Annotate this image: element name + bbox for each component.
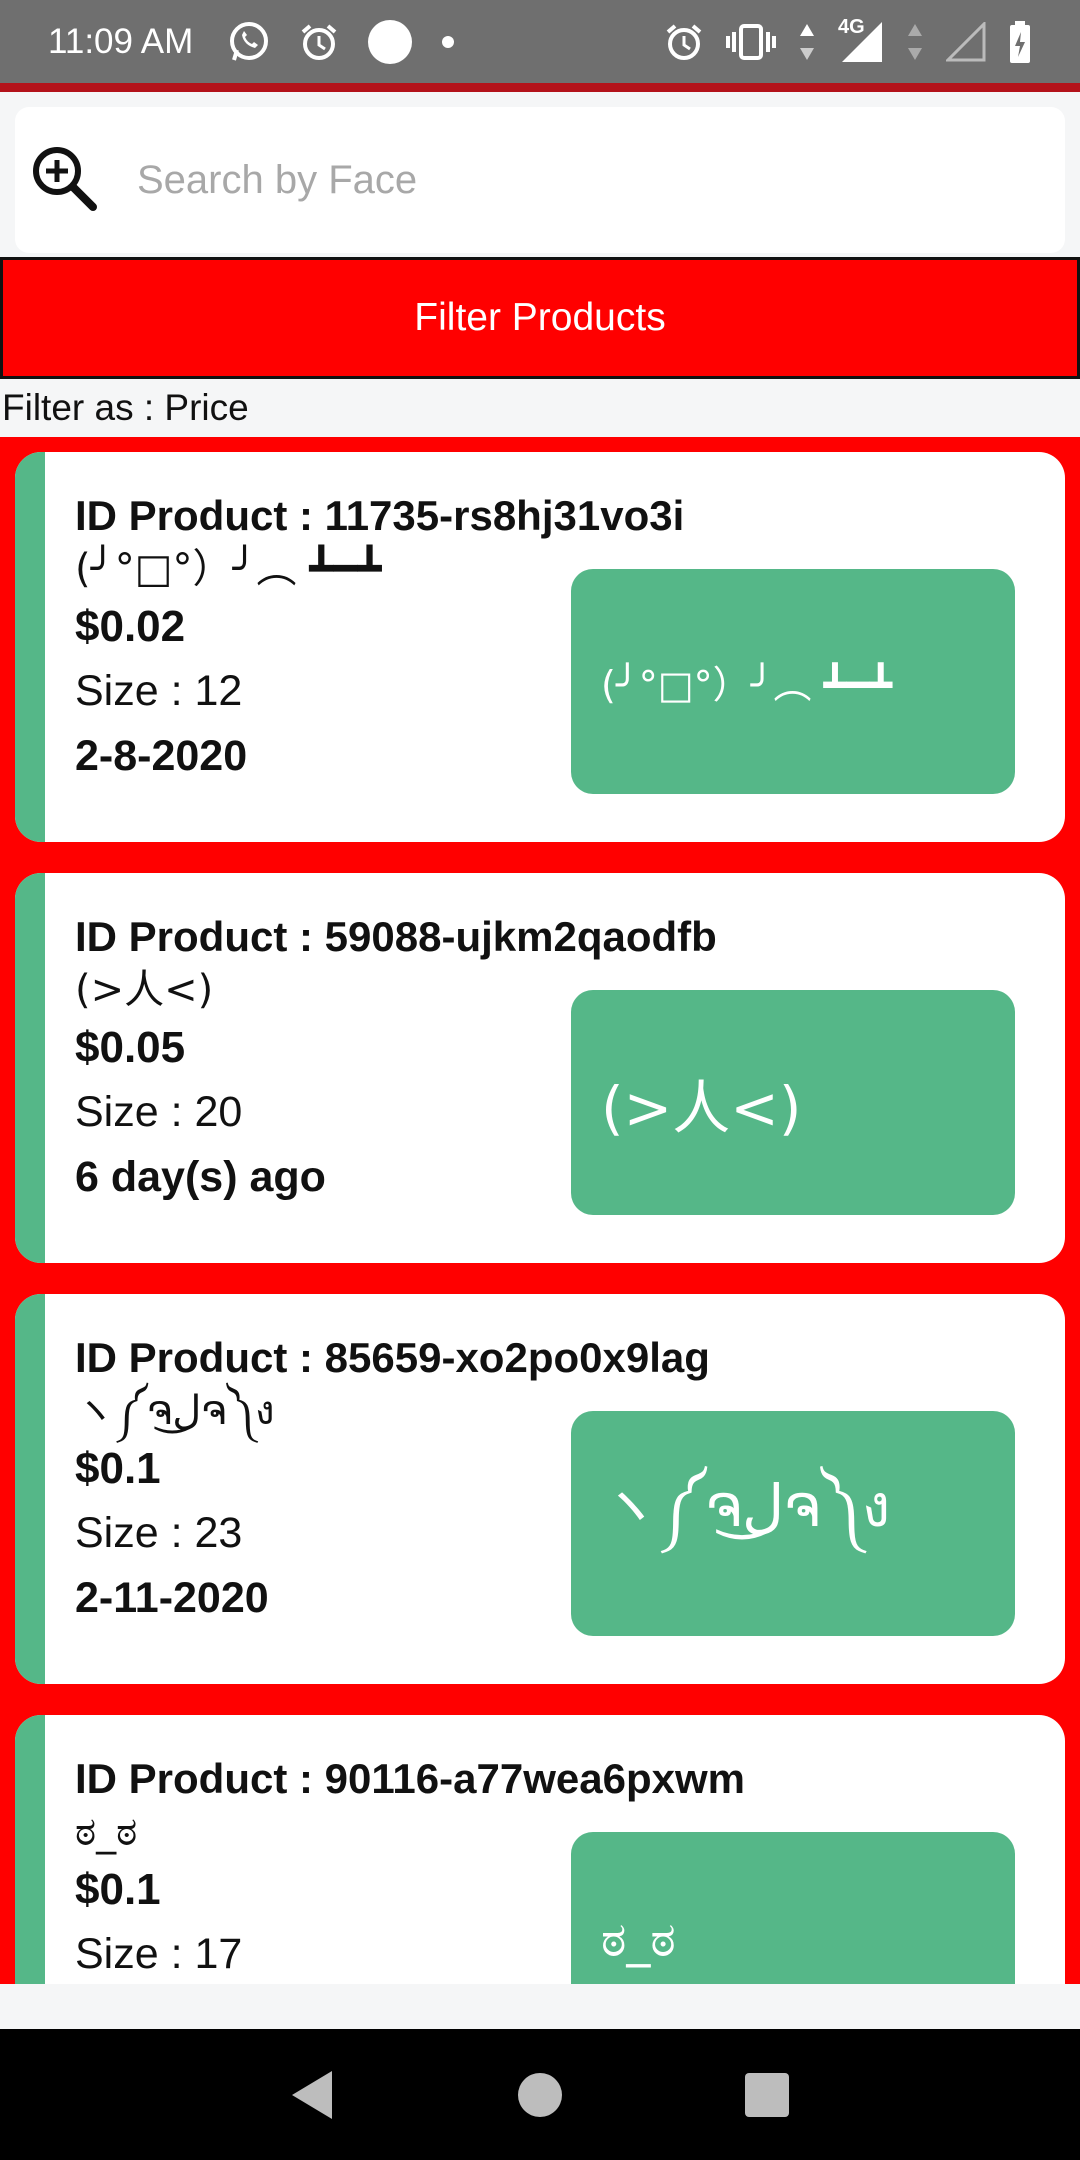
status-accent-line: [0, 83, 1080, 92]
product-card[interactable]: ID Product : 90116-a77wea6pxwm ಠ_ಠ $0.1 …: [15, 1715, 1065, 1984]
product-list[interactable]: ID Product : 11735-rs8hj31vo3i (╯°□°）╯︵ …: [0, 437, 1080, 1984]
search-bar[interactable]: [15, 107, 1065, 253]
status-icons-left: [227, 19, 455, 65]
face-preview: ಠ_ಠ: [571, 1832, 1015, 1984]
product-size: Size : 23: [75, 1509, 243, 1557]
product-face: (>人<): [75, 967, 214, 1013]
product-size: Size : 12: [75, 667, 243, 715]
product-details: ID Product : 90116-a77wea6pxwm ಠ_ಠ $0.1 …: [75, 1753, 745, 1984]
product-price: $0.1: [75, 1865, 161, 1914]
product-size: Size : 20: [75, 1088, 243, 1136]
product-date: 2-11-2020: [75, 1574, 269, 1622]
product-size: Size : 17: [75, 1930, 243, 1978]
status-time: 11:09 AM: [48, 21, 194, 61]
product-id: ID Product : 59088-ujkm2qaodfb: [75, 913, 717, 960]
product-card[interactable]: ID Product : 59088-ujkm2qaodfb (>人<) $0.…: [15, 873, 1065, 1263]
back-icon[interactable]: [268, 2050, 358, 2140]
alarm-icon: [664, 22, 704, 62]
network-type: 4G: [838, 15, 865, 38]
dot-icon: [441, 35, 455, 49]
filter-products-button[interactable]: Filter Products: [0, 257, 1080, 379]
search-input[interactable]: [137, 157, 1017, 203]
product-face: ಠ_ಠ: [75, 1809, 138, 1855]
product-face: (╯°□°）╯︵ ┻━┻: [75, 546, 382, 592]
product-details: ID Product : 59088-ujkm2qaodfb (>人<) $0.…: [75, 911, 717, 1209]
status-icons-right: 4G: [664, 16, 1032, 64]
product-face: ヽ༼ຈل͜ຈ༽ง: [75, 1388, 275, 1434]
product-price: $0.1: [75, 1444, 161, 1493]
signal-icon: 4G: [838, 16, 884, 64]
navigation-bar: [0, 2029, 1080, 2160]
product-details: ID Product : 11735-rs8hj31vo3i (╯°□°）╯︵ …: [75, 490, 685, 788]
face-preview: (╯°□°）╯︵ ┻━┻: [571, 569, 1015, 794]
signal-empty-icon: [946, 21, 986, 62]
product-id: ID Product : 90116-a77wea6pxwm: [75, 1755, 745, 1802]
data-arrows-icon: [798, 22, 816, 62]
product-id: ID Product : 85659-xo2po0x9lag: [75, 1334, 710, 1381]
product-card[interactable]: ID Product : 11735-rs8hj31vo3i (╯°□°）╯︵ …: [15, 452, 1065, 842]
product-date: 6 day(s) ago: [75, 1153, 326, 1201]
zoom-in-icon[interactable]: [29, 143, 99, 218]
battery-icon: [1008, 20, 1032, 64]
face-preview: (>人<): [571, 990, 1015, 1215]
face-preview: ヽ༼ຈل͜ຈ༽ง: [571, 1411, 1015, 1636]
alarm-icon: [299, 22, 339, 62]
circle-icon: [367, 19, 413, 65]
vibrate-icon: [726, 22, 776, 62]
product-price: $0.05: [75, 1023, 186, 1072]
product-card[interactable]: ID Product : 85659-xo2po0x9lag ヽ༼ຈل͜ຈ༽ง …: [15, 1294, 1065, 1684]
status-bar: 11:09 AM 4G: [0, 0, 1080, 83]
recents-icon[interactable]: [722, 2050, 812, 2140]
whatsapp-icon: [227, 20, 271, 64]
filter-as-label: Filter as : Price: [2, 387, 249, 428]
list-bottom-spacer: [0, 1984, 1080, 2029]
product-details: ID Product : 85659-xo2po0x9lag ヽ༼ຈل͜ຈ༽ง …: [75, 1332, 710, 1630]
product-price: $0.02: [75, 602, 186, 651]
home-icon[interactable]: [495, 2050, 585, 2140]
data-arrows-icon: [906, 22, 924, 62]
product-date: 2-8-2020: [75, 732, 248, 780]
product-id: ID Product : 11735-rs8hj31vo3i: [75, 492, 685, 539]
